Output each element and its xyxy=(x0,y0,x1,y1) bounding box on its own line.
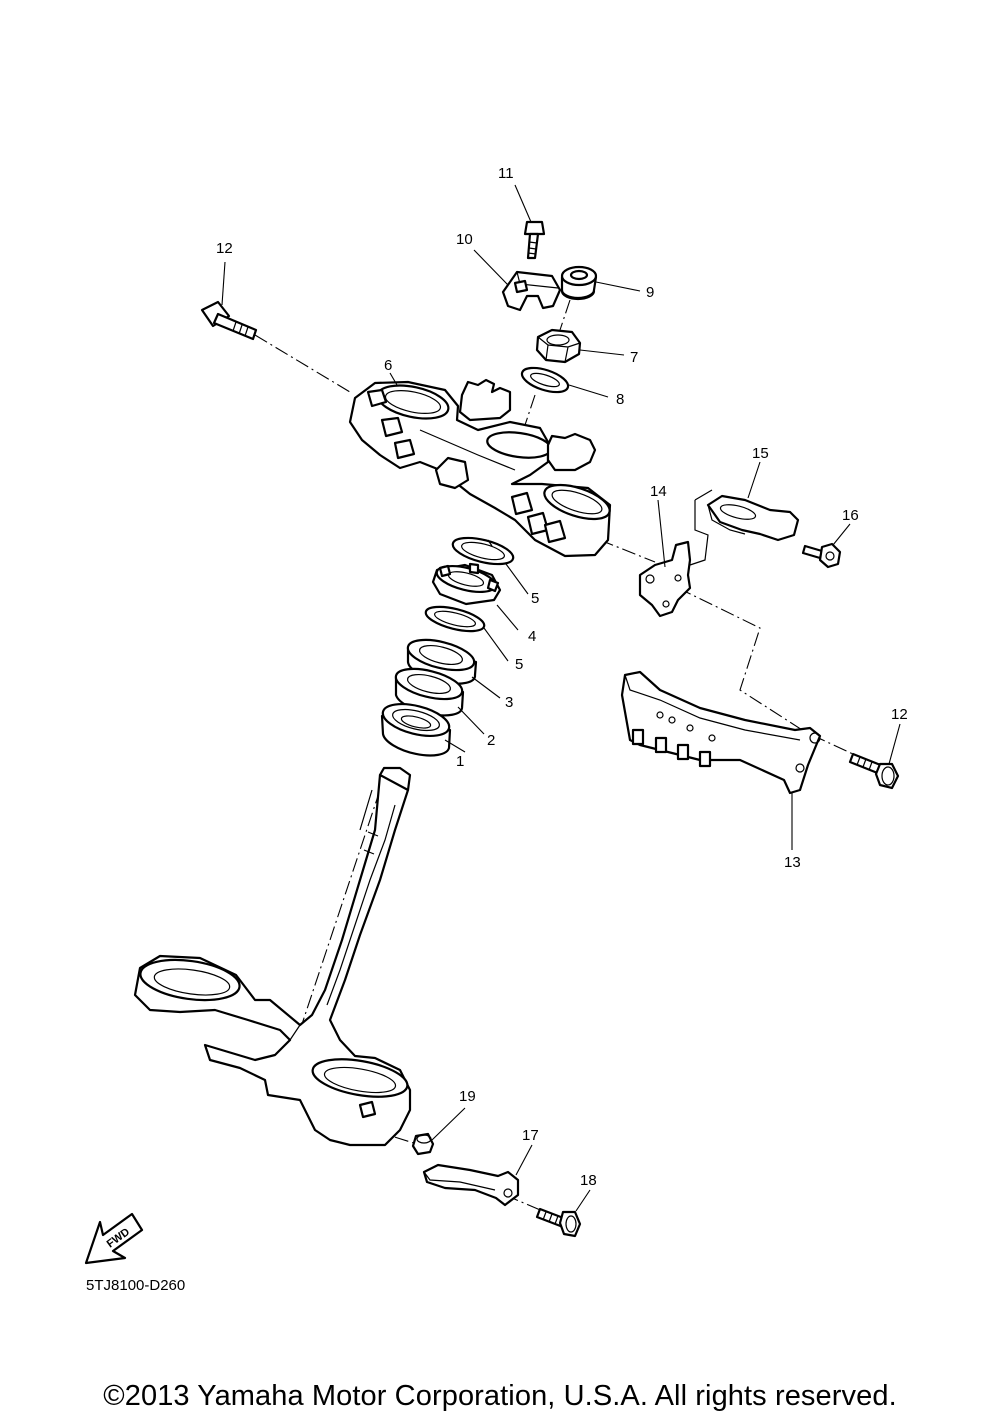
callout-3: 3 xyxy=(505,694,513,711)
callout-12-right: 12 xyxy=(891,706,908,723)
callout-2: 2 xyxy=(487,732,495,749)
part-11-bolt xyxy=(523,220,546,260)
callout-9: 9 xyxy=(646,284,654,301)
callout-11: 11 xyxy=(498,165,514,182)
leader-lines xyxy=(221,184,901,1212)
part-8-washer xyxy=(520,366,570,394)
copyright-notice: ©2013 Yamaha Motor Corporation, U.S.A. A… xyxy=(103,1380,897,1412)
callout-labels: 11 10 9 12 6 7 8 14 15 16 5 4 5 3 2 1 12… xyxy=(216,165,908,1189)
part-7-nut xyxy=(535,328,582,364)
diagram-code: 5TJ8100-D260 xyxy=(86,1277,186,1294)
callout-19: 19 xyxy=(459,1088,476,1105)
part-19-collar xyxy=(411,1132,435,1156)
part-9-collar xyxy=(560,265,598,301)
part-13-bracket xyxy=(620,670,822,795)
callout-13: 13 xyxy=(784,854,801,871)
callout-12-upper: 12 xyxy=(216,240,233,257)
callout-5-upper: 5 xyxy=(531,590,539,607)
part-17-guide xyxy=(422,1163,520,1207)
part-6-upper-bracket xyxy=(348,378,612,558)
part-12-bolt-right xyxy=(848,752,900,790)
callout-10: 10 xyxy=(456,231,473,248)
steering-stem-lower-bracket xyxy=(133,766,412,1147)
part-1-seal xyxy=(380,703,452,757)
part-16-bolt xyxy=(801,542,842,569)
callout-8: 8 xyxy=(616,391,624,408)
part-5-washer-lower xyxy=(424,605,486,633)
callout-17: 17 xyxy=(522,1127,539,1144)
part-14-plate xyxy=(638,540,692,618)
part-3-bearing xyxy=(406,638,478,685)
callout-4: 4 xyxy=(528,628,536,645)
callout-16: 16 xyxy=(842,507,859,524)
part-10-holder xyxy=(501,270,562,312)
callout-7: 7 xyxy=(630,349,638,366)
part-15-clamp xyxy=(689,489,800,566)
callout-6: 6 xyxy=(384,357,392,374)
fwd-arrow-icon: FWD xyxy=(84,1212,144,1265)
callout-18: 18 xyxy=(580,1172,597,1189)
callout-15: 15 xyxy=(752,445,769,462)
callout-1: 1 xyxy=(456,753,464,770)
part-5-washer-upper xyxy=(451,536,515,566)
part-4-ring-nut xyxy=(431,562,502,606)
callout-14: 14 xyxy=(650,483,667,500)
part-12-bolt-upper xyxy=(200,300,258,341)
callout-5-lower: 5 xyxy=(515,656,523,673)
part-18-bolt xyxy=(535,1207,582,1238)
